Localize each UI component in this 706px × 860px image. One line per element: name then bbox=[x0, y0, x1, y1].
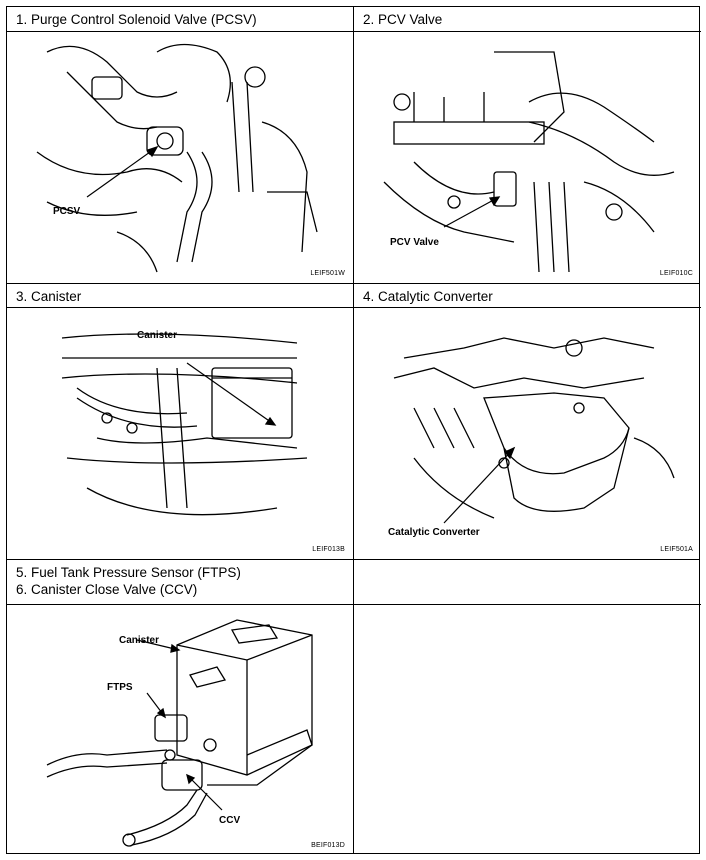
column-divider bbox=[353, 7, 354, 853]
canister-label: Canister bbox=[137, 330, 177, 341]
catalytic-converter-label: Catalytic Converter bbox=[388, 527, 480, 538]
figure-code: LEIF010C bbox=[659, 270, 693, 277]
figure-code: LEIF013B bbox=[312, 546, 345, 553]
title-line-ccv: 6. Canister Close Valve (CCV) bbox=[16, 582, 198, 597]
pcsv-label: PCSV bbox=[53, 206, 81, 217]
canister-illustration: Canister bbox=[7, 308, 353, 559]
canister-label: Canister bbox=[119, 635, 159, 646]
ftps-label: FTPS bbox=[107, 682, 133, 693]
cell-title: 3. Canister bbox=[7, 284, 353, 308]
cell-title: 4. Catalytic Converter bbox=[354, 284, 701, 308]
cell-ftps-ccv: 5. Fuel Tank Pressure Sensor (FTPS) 6. C… bbox=[7, 560, 353, 855]
row-divider-2 bbox=[7, 559, 699, 560]
cell-canister: 3. Canister Canister LEIF013 bbox=[7, 284, 353, 559]
ccv-label: CCV bbox=[219, 815, 240, 826]
catalytic-converter-illustration: Catalytic Converter bbox=[354, 308, 701, 559]
cell-title: 2. PCV Valve bbox=[354, 7, 701, 32]
cell-pcsv: 1. Purge Control Solenoid Valve (PCSV) bbox=[7, 7, 353, 283]
figure-code: LEIF501W bbox=[310, 270, 345, 277]
cell-title: 1. Purge Control Solenoid Valve (PCSV) bbox=[7, 7, 353, 32]
cell-title: 5. Fuel Tank Pressure Sensor (FTPS) 6. C… bbox=[7, 560, 353, 605]
component-grid: 1. Purge Control Solenoid Valve (PCSV) bbox=[6, 6, 701, 855]
pcsv-illustration: PCSV bbox=[7, 32, 353, 283]
empty-header bbox=[354, 560, 701, 605]
title-line-ftps: 5. Fuel Tank Pressure Sensor (FTPS) bbox=[16, 565, 241, 580]
pcv-valve-label: PCV Valve bbox=[390, 237, 439, 248]
cell-catalytic-converter: 4. Catalytic Converter Catalytic Convert… bbox=[354, 284, 701, 559]
row-divider-1 bbox=[7, 283, 699, 284]
figure-code: LEIF501A bbox=[660, 546, 693, 553]
cell-pcv-valve: 2. PCV Valve PCV Valve LEIF0 bbox=[354, 7, 701, 283]
pcv-illustration: PCV Valve bbox=[354, 32, 701, 283]
ftps-ccv-illustration: Canister FTPS CCV bbox=[7, 605, 353, 855]
figure-code: BEIF013D bbox=[311, 842, 345, 849]
cell-empty bbox=[354, 560, 701, 855]
